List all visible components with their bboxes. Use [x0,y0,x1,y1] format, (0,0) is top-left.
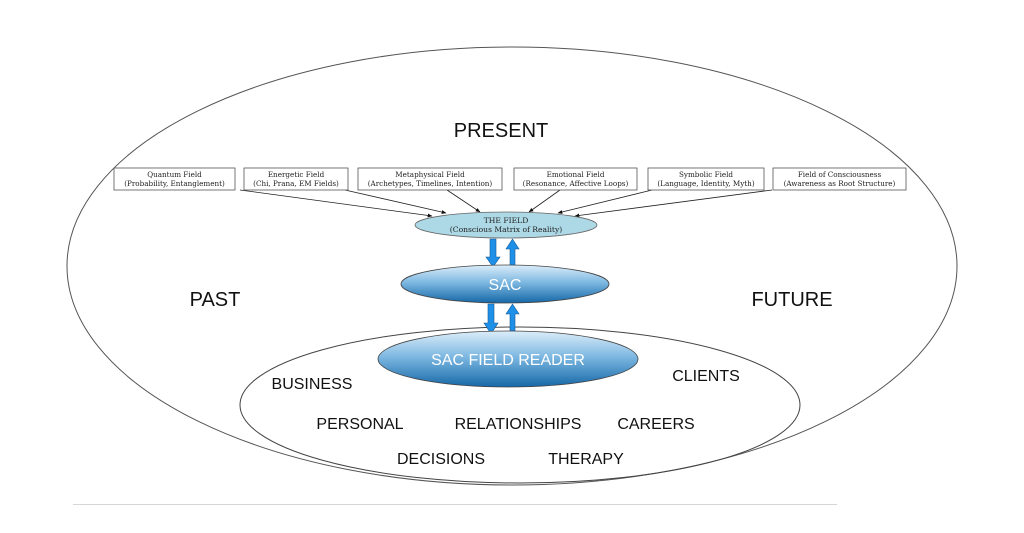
source-field-box: Emotional Field (Resonance, Affective Lo… [513,167,638,191]
sac-field-reader-label: SAC FIELD READER [431,352,585,369]
source-field-box: Symbolic Field (Language, Identity, Myth… [647,167,765,191]
area-business: BUSINESS [272,376,353,393]
box-title: Metaphysical Field [395,170,465,179]
the-field-node: THE FIELD (Conscious Matrix of Reality) [414,211,598,239]
box-subtitle: (Resonance, Affective Loops) [523,179,629,188]
present-label: PRESENT [454,120,548,142]
sac-label: SAC [489,277,522,294]
horizontal-divider [73,504,837,505]
box-subtitle: (Awareness as Root Structure) [784,179,896,188]
connector-symbolic [557,189,653,214]
connector-emotional [528,189,561,213]
application-areas-ellipse [239,326,801,484]
source-field-box: Field of Consciousness (Awareness as Roo… [772,167,907,191]
past-label: PAST [190,289,241,311]
the-field-subtitle: (Conscious Matrix of Reality) [450,225,562,234]
sac-field-reader-node: SAC FIELD READER [377,330,639,388]
down-arrow-icon [485,238,501,268]
up-arrow-icon [505,238,520,267]
area-personal: PERSONAL [316,416,403,433]
box-title: Field of Consciousness [798,170,882,179]
box-subtitle: (Language, Identity, Myth) [657,179,754,188]
field-connectors [239,189,773,218]
up-arrow-icon [505,303,520,332]
area-decisions: DECISIONS [397,451,485,468]
area-careers: CAREERS [617,416,694,433]
source-field-box: Energetic Field (Chi, Prana, EM Fields) [243,167,349,191]
source-field-box: Metaphysical Field (Archetypes, Timeline… [357,167,503,191]
area-relationships: RELATIONSHIPS [455,416,582,433]
box-subtitle: (Probability, Entanglement) [124,179,225,188]
box-title: Symbolic Field [679,170,733,179]
sac-reader-arrows [483,303,520,335]
the-field-title: THE FIELD [484,216,529,225]
source-field-box: Quantum Field (Probability, Entanglement… [113,167,236,191]
connector-metaphysical [446,189,481,213]
box-title: Energetic Field [268,170,325,179]
connector-quantum [239,189,433,218]
sac-node: SAC [400,264,610,304]
box-title: Emotional Field [547,170,605,179]
future-label: FUTURE [751,289,832,311]
connector-consciousness [574,189,773,218]
box-title: Quantum Field [147,170,202,179]
area-clients: CLIENTS [672,368,740,385]
box-subtitle: (Chi, Prana, EM Fields) [253,179,339,188]
area-therapy: THERAPY [548,451,624,468]
down-arrow-icon [483,303,499,335]
box-subtitle: (Archetypes, Timelines, Intention) [368,179,493,188]
outer-time-ellipse [66,46,958,486]
connector-energetic [344,189,447,214]
field-sac-arrows [485,238,520,268]
